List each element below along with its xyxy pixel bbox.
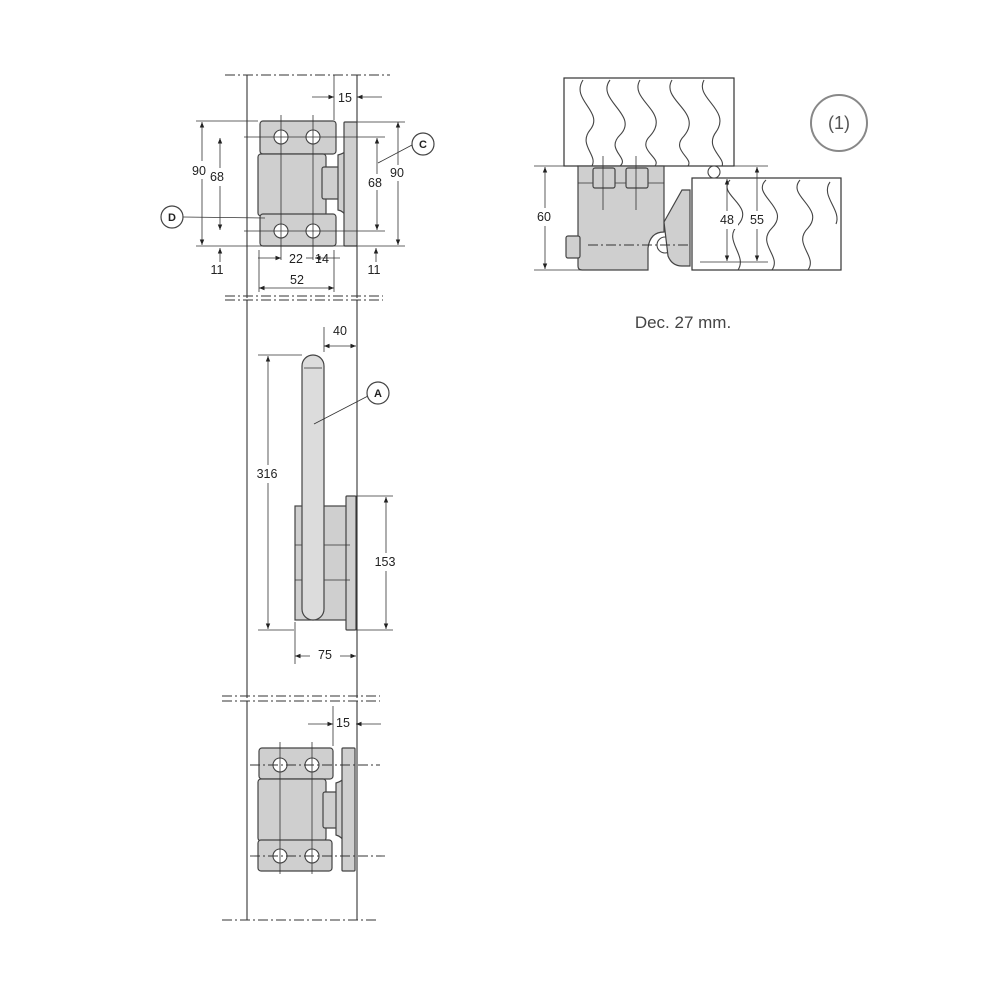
dim-detail-height: 60 xyxy=(537,210,551,224)
detail-view-label: (1) xyxy=(810,94,868,152)
svg-text:(1): (1) xyxy=(828,113,850,133)
dim-top-height-inner-right: 68 xyxy=(368,176,382,190)
dim-plate-height: 153 xyxy=(375,555,396,569)
bottom-hinge-view xyxy=(250,742,385,874)
dim-rod-offset: 40 xyxy=(333,324,347,338)
dim-top-hole-spacing-left: 22 xyxy=(289,252,303,266)
top-dimensions: 15 90 68 68 90 22 14 11 11 52 xyxy=(190,75,408,292)
dim-mid-width: 75 xyxy=(318,648,332,662)
detail-view xyxy=(563,77,842,271)
middle-view xyxy=(294,354,357,631)
dim-top-edge-right: 11 xyxy=(368,263,381,277)
dim-detail-inner-a: 48 xyxy=(720,213,734,227)
dim-top-height-outer-right: 90 xyxy=(390,166,404,180)
dim-rod-length: 316 xyxy=(257,467,278,481)
bottom-dimensions: 15 xyxy=(308,706,381,746)
top-hinge-view xyxy=(196,115,405,260)
dim-top-width: 52 xyxy=(290,273,304,287)
dim-top-height-outer-left: 90 xyxy=(192,164,206,178)
dim-top-edge-left: 11 xyxy=(211,263,224,277)
middle-dimensions: 40 316 153 75 xyxy=(252,324,401,664)
dim-top-height-inner-left: 68 xyxy=(210,170,224,184)
svg-text:C: C xyxy=(419,139,427,151)
svg-text:D: D xyxy=(168,212,176,224)
frame-lines xyxy=(222,74,390,921)
svg-text:A: A xyxy=(374,388,382,400)
detail-caption: Dec. 27 mm. xyxy=(635,313,731,332)
dim-bottom-offset: 15 xyxy=(336,716,350,730)
dim-top-hole-spacing-right: 14 xyxy=(315,252,329,266)
callout-a: A xyxy=(313,381,390,425)
dim-top-offset: 15 xyxy=(338,91,352,105)
dim-detail-inner-b: 55 xyxy=(750,213,764,227)
callout-c: C xyxy=(377,132,435,164)
detail-dimensions: 60 48 55 xyxy=(533,165,768,271)
callout-d: D xyxy=(160,205,266,229)
